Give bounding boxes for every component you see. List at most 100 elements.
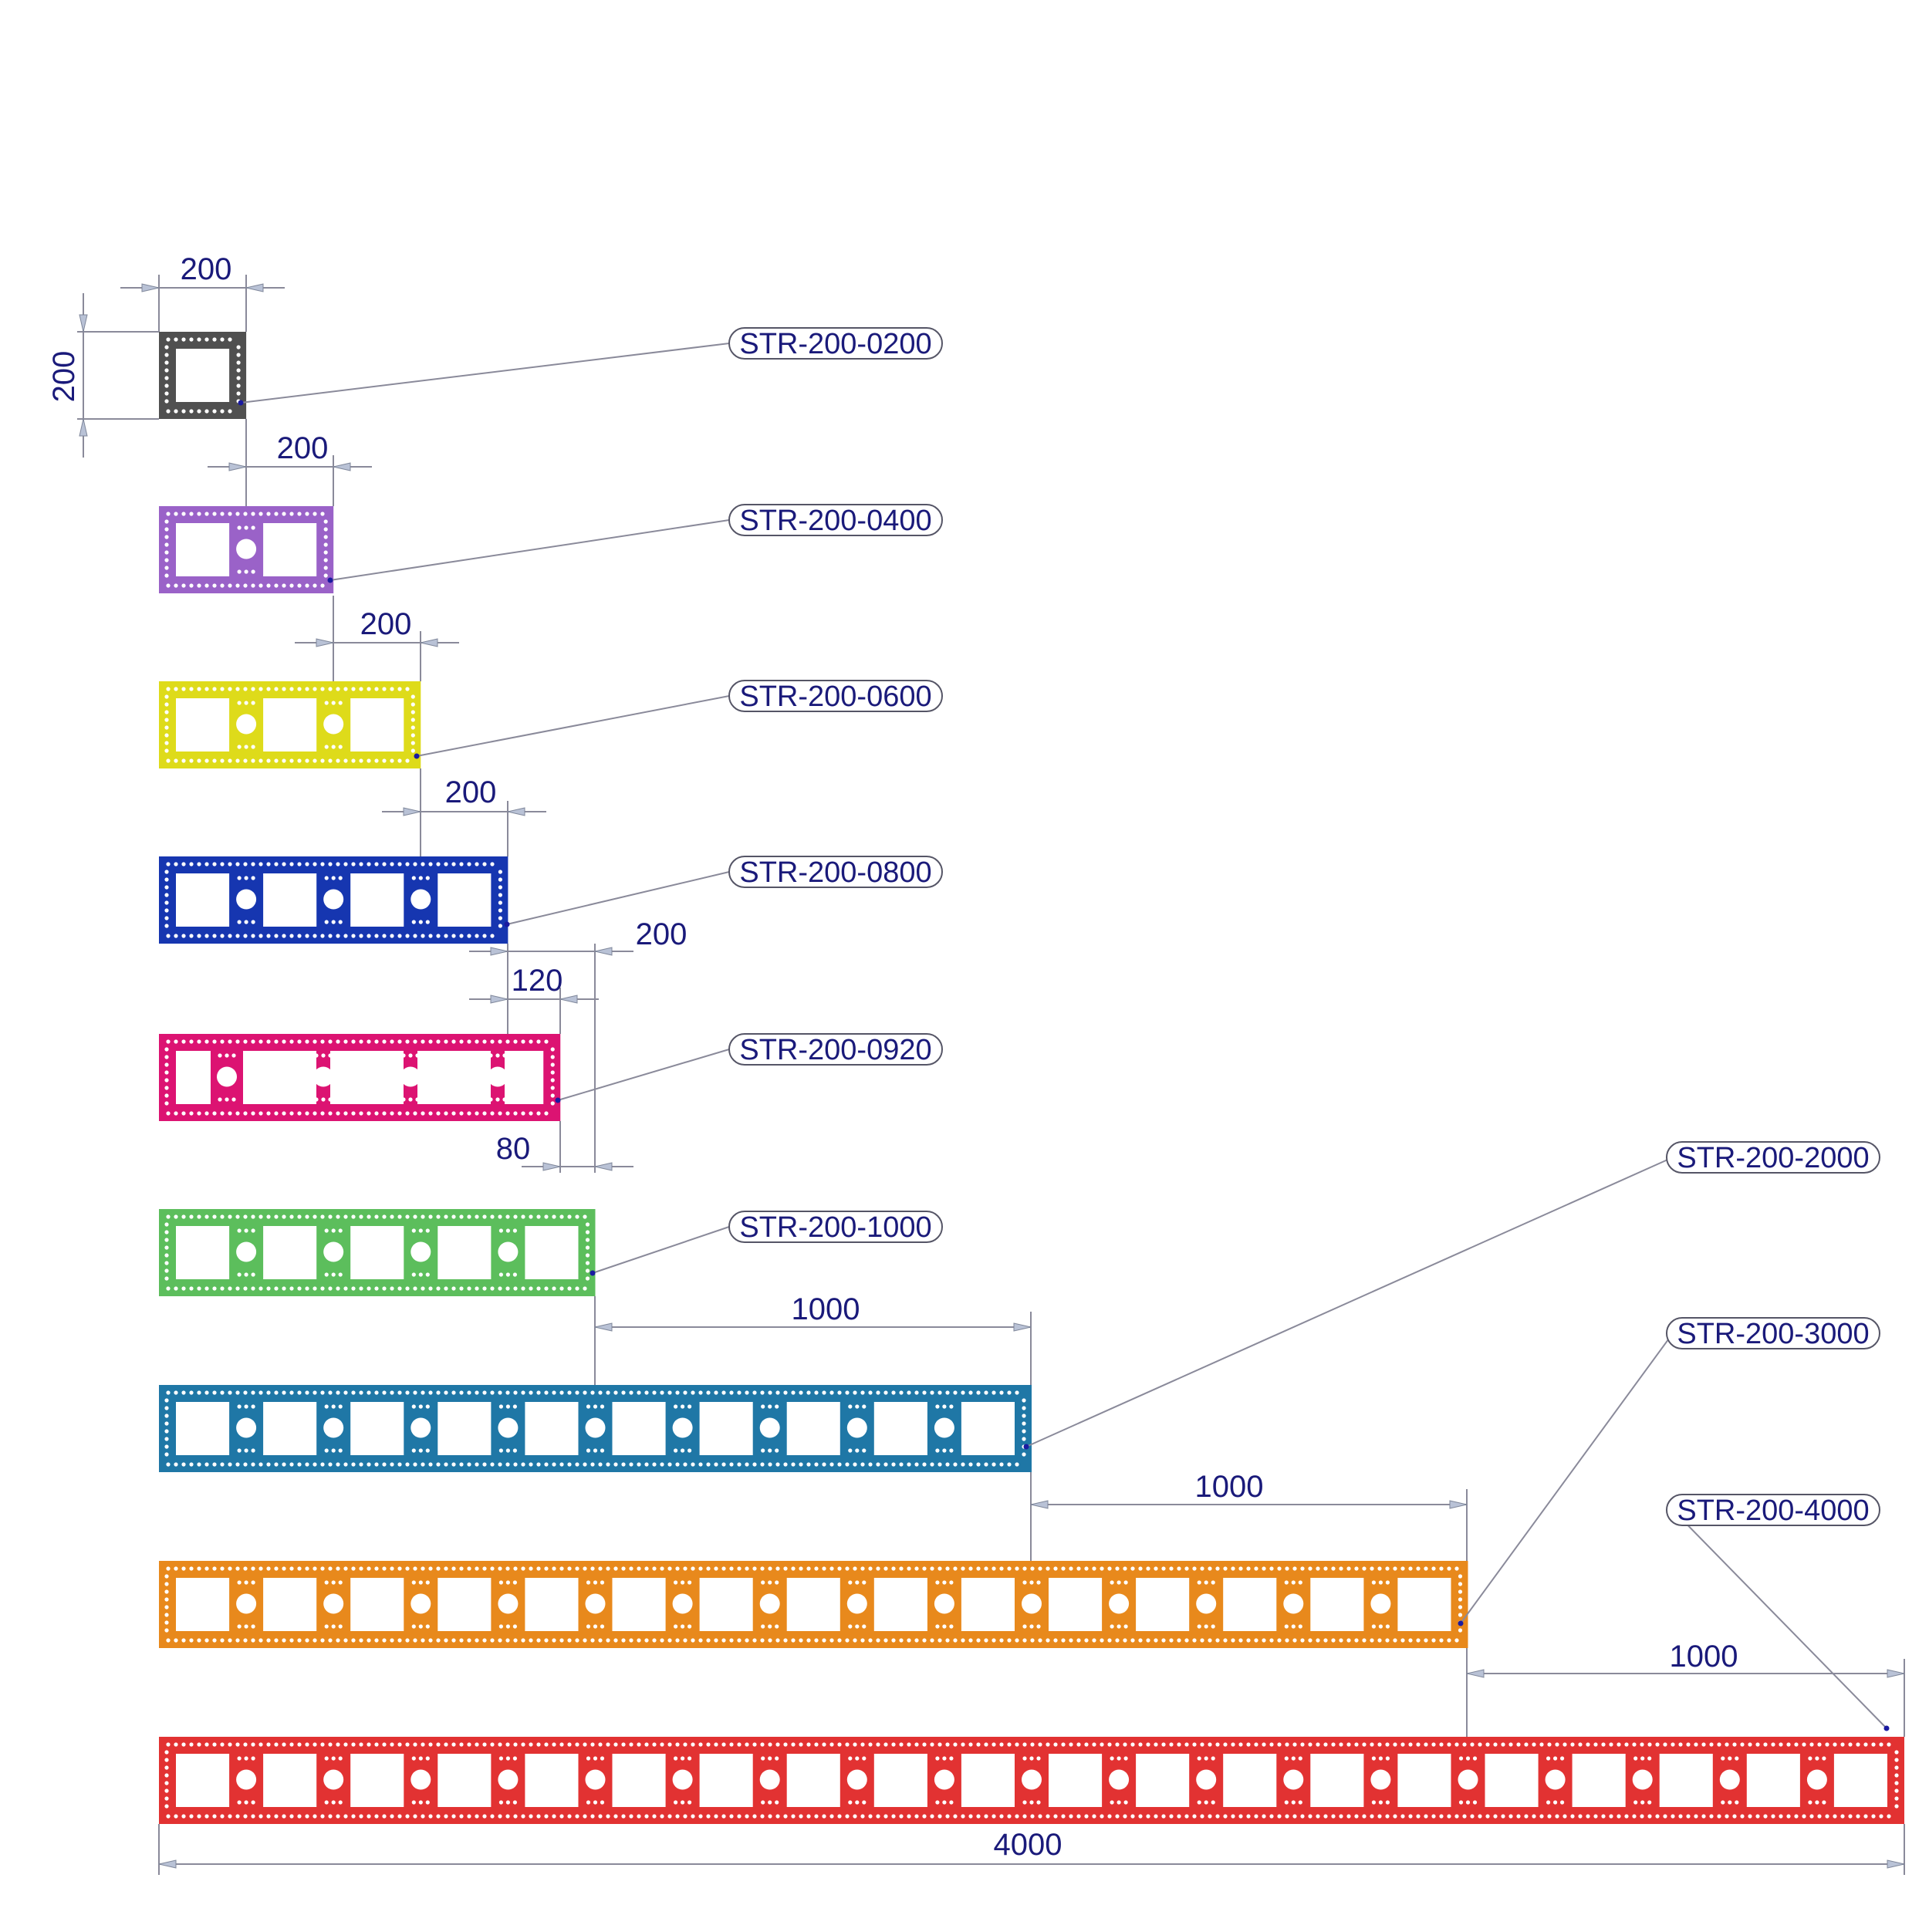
fastener-hole <box>374 862 379 866</box>
fastener-hole <box>1547 1742 1552 1747</box>
fastener-hole <box>613 1638 618 1643</box>
fastener-hole <box>1262 1638 1266 1643</box>
fastener-hole <box>559 1742 564 1747</box>
fastener-hole <box>166 687 171 691</box>
fastener-hole <box>961 1742 965 1747</box>
fastener-hole <box>1100 1742 1104 1747</box>
fastener-hole <box>999 1638 1004 1643</box>
fastener-hole <box>687 1756 692 1761</box>
fastener-hole <box>266 1214 271 1219</box>
fastener-hole <box>1560 1800 1565 1805</box>
fastener-hole <box>1370 1814 1374 1819</box>
fastener-hole <box>164 376 169 380</box>
fastener-hole <box>359 1462 363 1467</box>
fastener-hole <box>1291 1624 1296 1629</box>
fastener-hole <box>490 1814 495 1819</box>
fastener-hole <box>544 1742 549 1747</box>
fastener-hole <box>244 1624 248 1629</box>
fastener-hole <box>775 1448 779 1453</box>
fastener-hole <box>331 701 336 705</box>
fastener-hole <box>675 1814 680 1819</box>
fastener-hole <box>181 512 186 516</box>
fastener-hole <box>1146 1566 1150 1571</box>
fastener-hole <box>251 745 255 749</box>
fastener-hole <box>204 1390 209 1395</box>
fastener-hole <box>891 1742 896 1747</box>
fastener-hole <box>251 1638 255 1643</box>
fastener-hole <box>1036 1800 1041 1805</box>
fastener-hole <box>1346 1566 1351 1571</box>
fastener-hole <box>189 583 194 588</box>
leader-anchor <box>1023 1444 1029 1450</box>
fastener-hole <box>212 758 217 763</box>
fastener-hole <box>1458 1574 1463 1579</box>
fastener-hole <box>745 1462 749 1467</box>
fastener-hole <box>1458 1597 1463 1602</box>
dimension-9: 1000 <box>1030 1470 1468 1561</box>
fastener-hole <box>586 1756 591 1761</box>
fastener-hole <box>536 1286 541 1291</box>
fastener-hole <box>181 758 186 763</box>
fastener-hole <box>1822 1800 1826 1805</box>
fastener-hole <box>729 1390 734 1395</box>
fastener-hole <box>667 1638 672 1643</box>
fastener-hole <box>1211 1800 1215 1805</box>
fastener-hole <box>1840 1814 1845 1819</box>
fastener-hole <box>166 1111 171 1116</box>
fastener-hole <box>397 1462 402 1467</box>
fastener-hole <box>382 1390 387 1395</box>
panel-opening <box>961 1754 1015 1807</box>
fastener-hole <box>320 1286 325 1291</box>
fastener-hole <box>721 1566 726 1571</box>
fastener-hole <box>197 1638 201 1643</box>
fastener-hole <box>637 1390 641 1395</box>
fastener-hole <box>374 934 379 938</box>
fastener-hole <box>760 1814 765 1819</box>
fastener-hole <box>1092 1814 1096 1819</box>
fastener-hole <box>382 1638 387 1643</box>
fastener-hole <box>336 687 340 691</box>
fastener-hole <box>297 687 302 691</box>
fastener-hole <box>390 758 394 763</box>
panel-opening <box>1397 1754 1451 1807</box>
fastener-hole <box>444 1111 448 1116</box>
fastener-hole <box>490 1111 495 1116</box>
fastener-hole <box>1871 1742 1876 1747</box>
fastener-hole <box>266 862 271 866</box>
fastener-hole <box>397 1638 402 1643</box>
fastener-hole <box>590 1638 595 1643</box>
fastener-hole <box>220 862 225 866</box>
center-hole <box>236 539 257 559</box>
fastener-hole <box>529 1814 533 1819</box>
center-hole <box>400 1066 421 1087</box>
fastener-hole <box>1331 1742 1336 1747</box>
panel-opening <box>176 873 230 927</box>
panel-opening <box>176 1226 230 1279</box>
fastener-hole <box>174 1111 178 1116</box>
fastener-hole <box>1015 1814 1019 1819</box>
fastener-hole <box>855 1580 860 1585</box>
fastener-hole <box>521 1638 525 1643</box>
fastener-hole <box>164 1597 169 1602</box>
fastener-hole <box>228 1566 232 1571</box>
fastener-hole <box>251 1580 255 1585</box>
fastener-hole <box>312 1814 317 1819</box>
fastener-hole <box>324 1228 329 1233</box>
fastener-hole <box>1254 1566 1258 1571</box>
fastener-hole <box>164 877 169 882</box>
fastener-hole <box>251 1404 255 1409</box>
leader-anchor <box>504 921 510 927</box>
fastener-hole <box>289 1039 294 1044</box>
fastener-hole <box>1501 1742 1505 1747</box>
fastener-hole <box>467 1039 471 1044</box>
fastener-hole <box>806 1390 811 1395</box>
fastener-hole <box>1069 1742 1073 1747</box>
fastener-hole <box>237 1448 242 1453</box>
fastener-hole <box>459 862 464 866</box>
fastener-hole <box>197 1039 201 1044</box>
fastener-hole <box>251 758 255 763</box>
fastener-hole <box>544 1638 549 1643</box>
fastener-hole <box>1029 1624 1034 1629</box>
fastener-hole <box>860 1462 865 1467</box>
fastener-hole <box>164 718 169 722</box>
